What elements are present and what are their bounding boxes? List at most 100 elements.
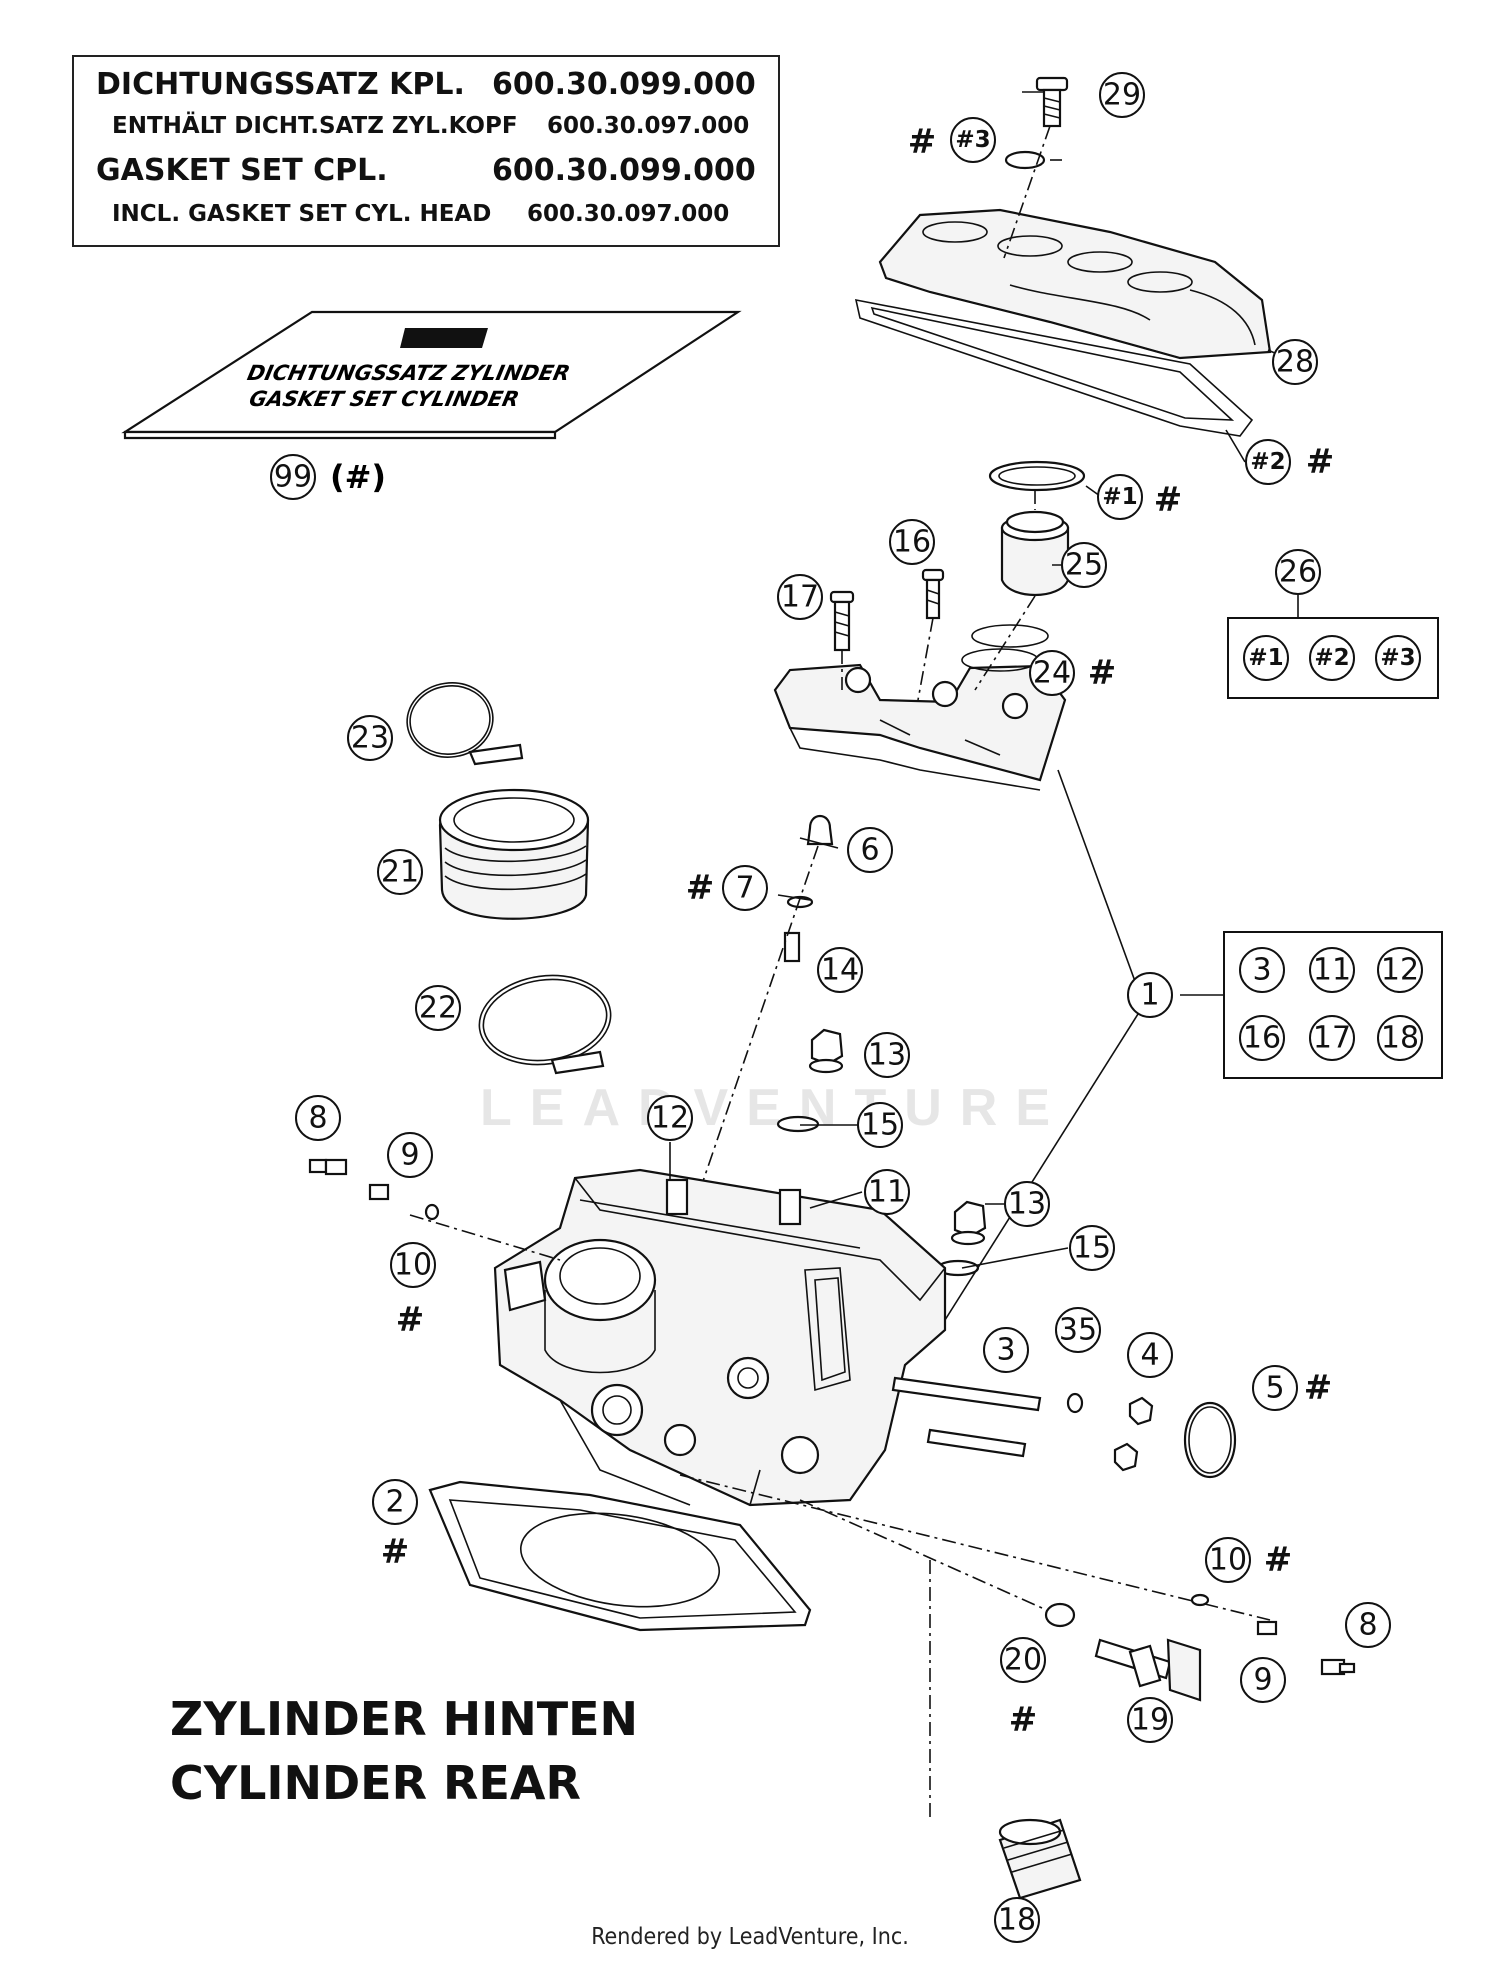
callout-20: 20 [1000, 1637, 1046, 1683]
svg-text:11: 11 [1313, 953, 1351, 988]
svg-text:14: 14 [821, 953, 859, 988]
kit-26-item-2: #2 [1309, 635, 1355, 681]
callout-9-left: 9 [387, 1132, 433, 1178]
svg-text:12: 12 [1381, 953, 1419, 988]
nut-13a [808, 1028, 844, 1074]
sleeve-14 [783, 931, 801, 963]
bolt-16 [917, 568, 945, 701]
svg-text:3: 3 [996, 1333, 1015, 1368]
svg-text:7: 7 [735, 871, 754, 906]
kit-26-item-3: #3 [1375, 635, 1421, 681]
gasket-head-label-de: ENTHÄLT DICHT.SATZ ZYL.KOPF [112, 113, 518, 139]
nut-13b [950, 1200, 987, 1246]
svg-text:16: 16 [893, 525, 931, 560]
callout-10-left: 10 [390, 1242, 436, 1288]
callout-3: 3 [983, 1327, 1029, 1373]
gasket-set-label-de: DICHTUNGSSATZ KPL. [96, 67, 465, 102]
svg-text:24: 24 [1033, 656, 1071, 691]
washer-15a [776, 1115, 820, 1133]
callout-15-upper: 15 [857, 1102, 903, 1148]
bolt-29 [1003, 76, 1069, 259]
bolt-17 [829, 590, 855, 690]
svg-text:10: 10 [394, 1248, 432, 1283]
svg-text:#3: #3 [1380, 645, 1415, 671]
svg-text:4: 4 [1140, 1338, 1159, 1373]
screw-plug-18 [998, 1818, 1082, 1900]
callout-22: 22 [415, 985, 461, 1031]
callout-35: 35 [1055, 1307, 1101, 1353]
kit-1-item-3: 3 [1239, 947, 1285, 993]
svg-text:#1: #1 [1248, 645, 1283, 671]
bleed-screw-left [308, 1158, 440, 1221]
callout-29: 29 [1099, 72, 1145, 118]
kit-26-item-1: #1 [1243, 635, 1289, 681]
svg-text:13: 13 [868, 1038, 906, 1073]
svg-text:11: 11 [868, 1175, 906, 1210]
callout-25: 25 [1061, 542, 1107, 588]
valve-cover-gasket [854, 298, 1254, 437]
callout-14: 14 [817, 947, 863, 993]
valve-cover [878, 208, 1272, 360]
svg-text:18: 18 [1381, 1021, 1419, 1056]
svg-text:35: 35 [1059, 1313, 1097, 1348]
kit-1-item-17: 17 [1309, 1015, 1355, 1061]
footer-credit: Rendered by LeadVenture, Inc. [591, 1924, 909, 1950]
svg-text:8: 8 [308, 1101, 327, 1136]
temperature-sensor [1094, 1638, 1202, 1702]
svg-text:12: 12 [651, 1101, 689, 1136]
callout-4: 4 [1127, 1332, 1173, 1378]
callout-10-right-mark: # [1264, 1540, 1293, 1580]
svg-text:17: 17 [1313, 1021, 1351, 1056]
gasket-set-number-en: 600.30.099.000 [492, 153, 756, 188]
kit-1-item-18: 18 [1377, 1015, 1423, 1061]
svg-text:15: 15 [1073, 1231, 1111, 1266]
svg-text:3: 3 [1252, 953, 1271, 988]
o-ring-5 [1183, 1401, 1237, 1479]
gasket-pack-line1: DICHTUNGSSATZ ZYLINDER [245, 361, 572, 386]
svg-text:#2: #2 [1250, 449, 1285, 475]
callout-7: 7 [722, 865, 768, 911]
gasket-set-number-de: 600.30.099.000 [492, 67, 756, 102]
svg-text:13: 13 [1008, 1187, 1046, 1222]
callout-1: 1 [1127, 972, 1173, 1018]
callout-21: 21 [377, 849, 423, 895]
callout-15-lower: 15 [1069, 1225, 1115, 1271]
cap-nut-6 [806, 814, 834, 846]
gasket-head-label-en: INCL. GASKET SET CYL. HEAD [112, 201, 492, 227]
callout-13-upper: 13 [864, 1032, 910, 1078]
callout-h3-mark: # [908, 122, 937, 162]
callout-8-left: 8 [295, 1095, 341, 1141]
diagram-title-en: CYLINDER REAR [170, 1756, 581, 1810]
callout-19: 19 [1127, 1697, 1173, 1743]
gasket-head-number-en: 600.30.097.000 [527, 201, 730, 227]
svg-text:9: 9 [400, 1138, 419, 1173]
callout-18: 18 [994, 1897, 1040, 1943]
callout-h2: #2 [1245, 439, 1291, 485]
svg-text:26: 26 [1279, 555, 1317, 590]
callout-23: 23 [347, 715, 393, 761]
svg-text:25: 25 [1065, 548, 1103, 583]
callout-8-right: 8 [1345, 1602, 1391, 1648]
gasket-pack-line2: GASKET SET CYLINDER [247, 387, 521, 412]
svg-text:1: 1 [1140, 978, 1159, 1013]
diagram-title-de: ZYLINDER HINTEN [170, 1692, 639, 1746]
svg-text:21: 21 [381, 855, 419, 890]
kit-1-item-16: 16 [1239, 1015, 1285, 1061]
gasket-head-number-de: 600.30.097.000 [547, 113, 750, 139]
svg-text:18: 18 [998, 1903, 1036, 1938]
bleed-screw-right [1190, 1593, 1356, 1676]
gasket-set-package: DICHTUNGSSATZ ZYLINDER GASKET SET CYLIND… [121, 310, 742, 440]
callout-5-mark: # [1304, 1368, 1333, 1408]
svg-text:#1: #1 [1102, 484, 1137, 510]
callout-24: 24 [1029, 650, 1075, 696]
svg-text:5: 5 [1265, 1371, 1284, 1406]
svg-text:6: 6 [860, 833, 879, 868]
svg-text:29: 29 [1103, 78, 1141, 113]
svg-text:16: 16 [1243, 1021, 1281, 1056]
svg-text:23: 23 [351, 721, 389, 756]
callout-99-mark: (#) [330, 458, 386, 496]
svg-text:#3: #3 [955, 127, 990, 153]
callout-2: 2 [372, 1479, 418, 1525]
hose-clamp-23 [406, 682, 524, 766]
